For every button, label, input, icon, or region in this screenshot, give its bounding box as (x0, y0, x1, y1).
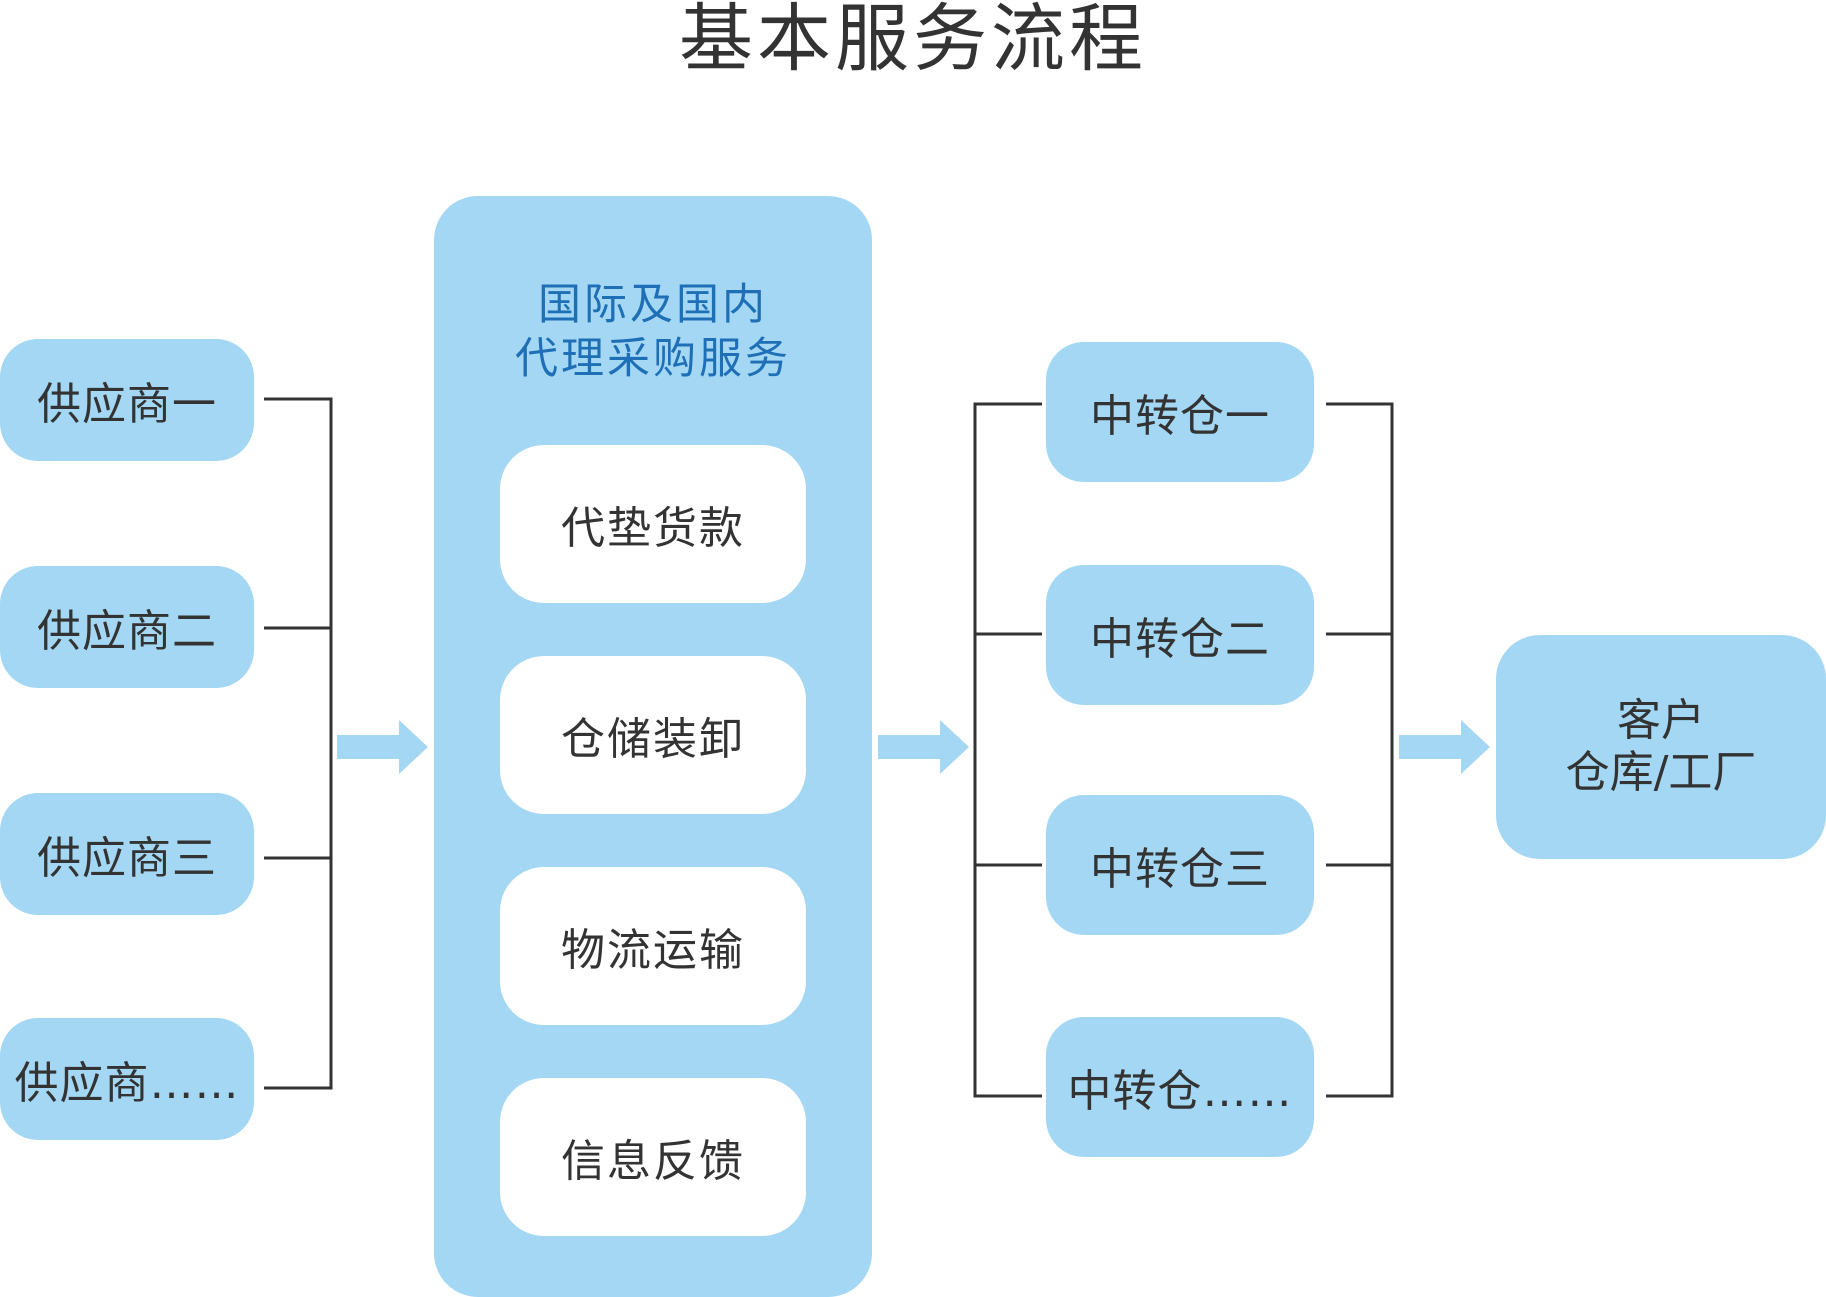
hub-box-1: 中转仓一 (1046, 342, 1314, 482)
arrow-hubs-to-customer (1399, 720, 1490, 774)
customer-line-2: 仓库/工厂 (1565, 747, 1757, 798)
hub-box-3: 中转仓三 (1046, 795, 1314, 935)
service-logistics: 物流运输 (500, 867, 806, 1025)
supplier-box-more: 供应商…… (0, 1018, 254, 1140)
diagram-title: 基本服务流程 (679, 0, 1147, 82)
customer-box: 客户 仓库/工厂 (1496, 635, 1826, 859)
agency-title-line-1: 国际及国内 (538, 280, 768, 330)
supplier-box-3: 供应商三 (0, 793, 254, 915)
hub-box-more: 中转仓…… (1046, 1017, 1314, 1157)
service-advance-payment: 代垫货款 (500, 445, 806, 603)
service-feedback: 信息反馈 (500, 1078, 806, 1236)
supplier-box-2: 供应商二 (0, 566, 254, 688)
service-warehousing: 仓储装卸 (500, 656, 806, 814)
agency-title-line-2: 代理采购服务 (515, 334, 791, 384)
supplier-box-1: 供应商一 (0, 339, 254, 461)
agency-panel-title: 国际及国内 代理采购服务 (434, 278, 872, 386)
arrow-suppliers-to-agency (337, 720, 428, 774)
hub-box-2: 中转仓二 (1046, 565, 1314, 705)
arrow-agency-to-hubs (878, 720, 969, 774)
customer-line-1: 客户 (1617, 695, 1705, 746)
